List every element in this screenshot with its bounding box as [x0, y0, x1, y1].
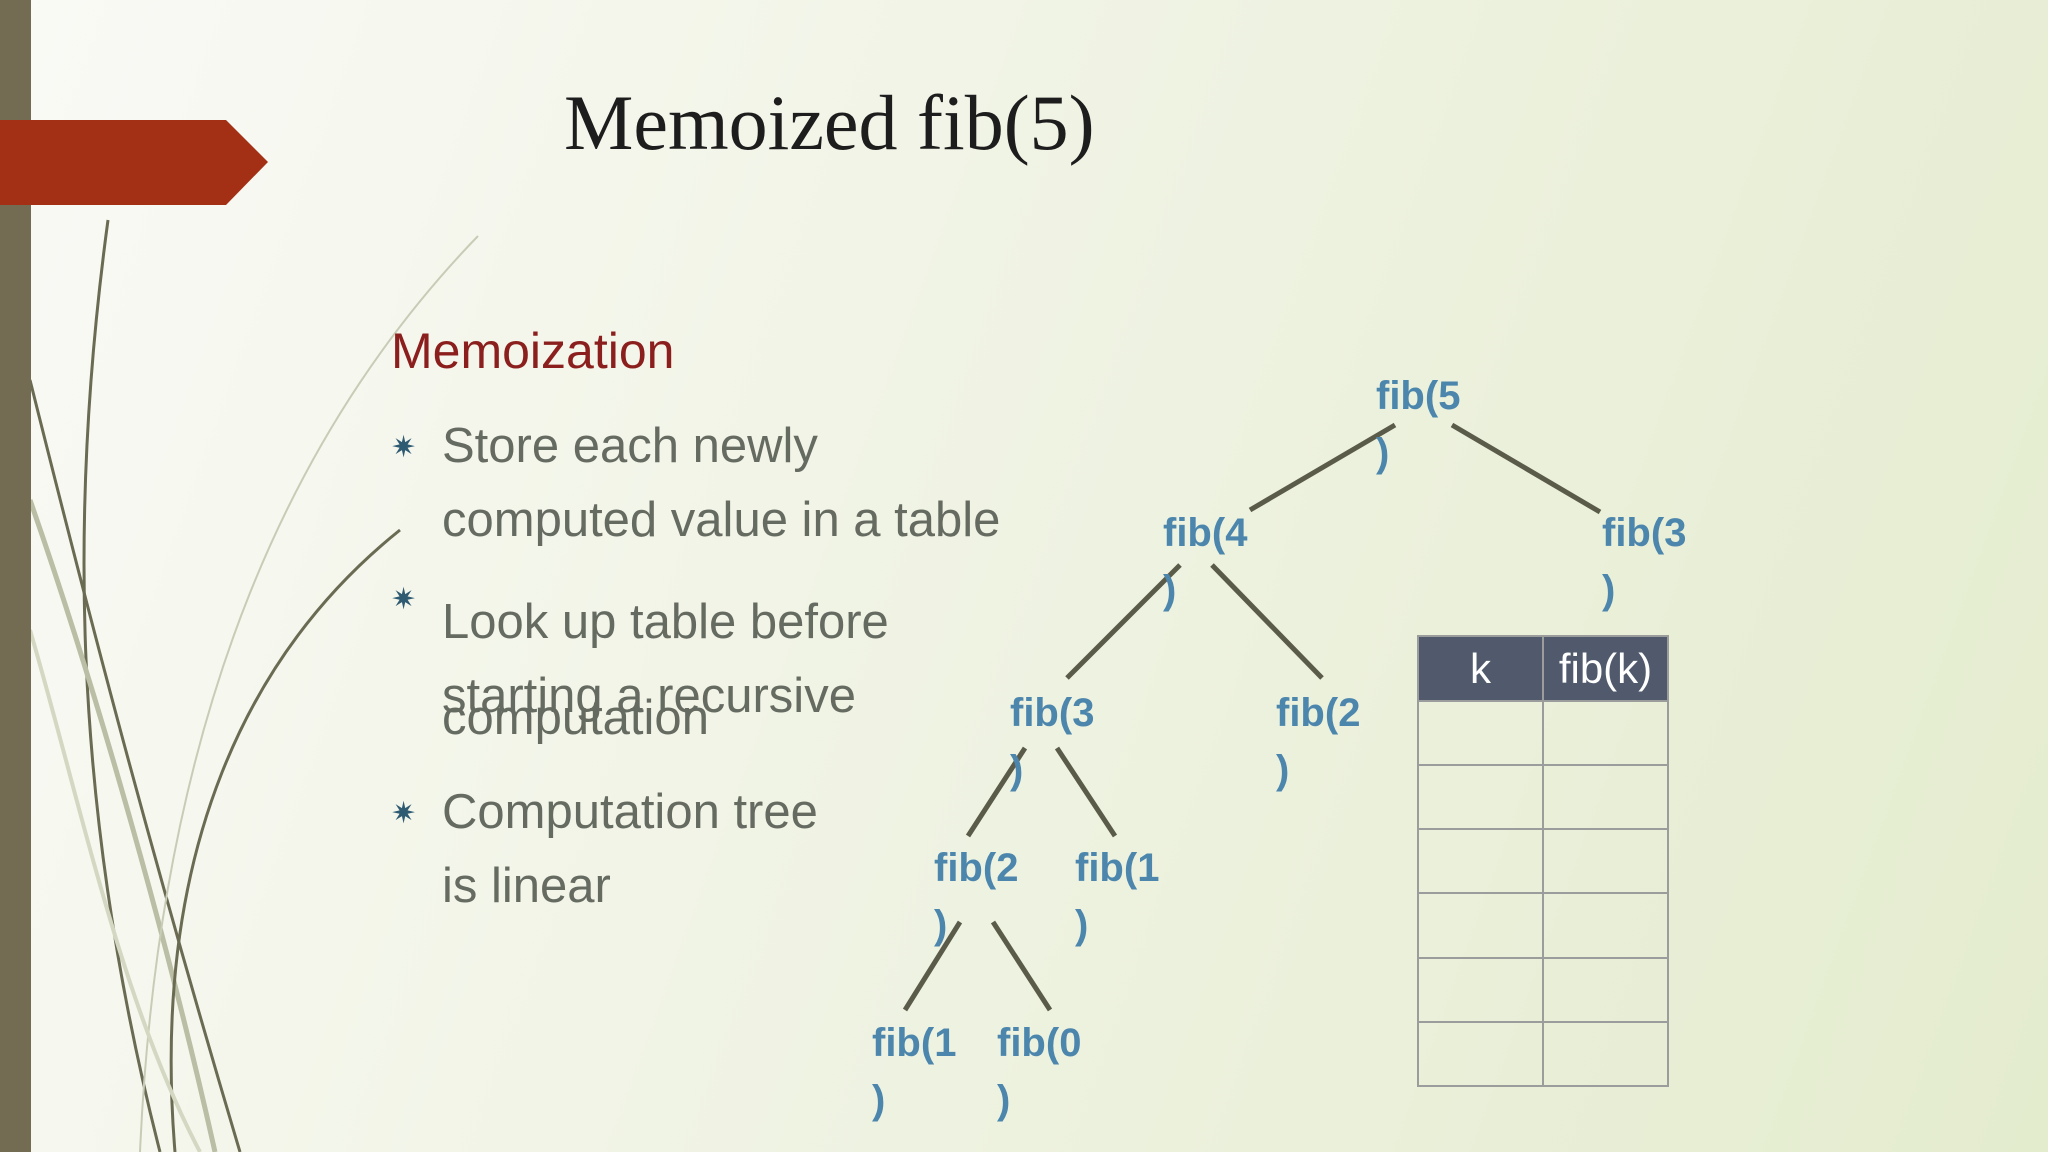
table-cell [1542, 956, 1669, 1023]
slide-title: Memoized fib(5) [564, 79, 1095, 166]
table-row [1417, 764, 1669, 831]
bullet-text: computed value in a table [442, 493, 1001, 547]
column-header-fibk: fib(k) [1542, 635, 1669, 702]
tree-edge [1054, 746, 1118, 838]
tree-node-fib4: fib(4) [1163, 511, 1248, 612]
table-cell [1542, 699, 1669, 767]
table-cell [1417, 764, 1544, 831]
tree-node-fib3: fib(3) [1010, 691, 1095, 792]
table-cell [1542, 764, 1669, 831]
tree-node-fib5: fib(5) [1376, 374, 1461, 475]
table-cell [1417, 699, 1544, 767]
bullet-text: Look up table before [442, 595, 889, 649]
tree-edge [902, 920, 963, 1012]
tree-node-fib1: fib(1) [872, 1021, 957, 1122]
table-cell [1417, 1020, 1544, 1088]
table-cell [1542, 828, 1669, 895]
table-cell [1542, 892, 1669, 959]
table-cell [1417, 956, 1544, 1023]
tree-edge [1210, 563, 1324, 680]
asterisk-bullet-icon: ✷ [391, 431, 417, 464]
table-row [1417, 699, 1669, 767]
bullet-text: is linear [442, 859, 611, 913]
title-arrow-icon [0, 120, 268, 205]
table-cell [1417, 828, 1544, 895]
tree-edge [990, 920, 1053, 1012]
bullet-text: computation [442, 691, 709, 745]
table-header-row: k fib(k) [1417, 635, 1669, 702]
tree-edge [965, 746, 1028, 838]
table-row [1417, 956, 1669, 1023]
table-row [1417, 1020, 1669, 1088]
table-cell [1417, 892, 1544, 959]
bullet-text: Computation tree [442, 785, 818, 839]
memo-table: k fib(k) [1417, 635, 1669, 1088]
tree-node-fib3-right: fib(3) [1602, 511, 1687, 612]
tree-edge [1065, 563, 1182, 680]
section-heading: Memoization [391, 323, 675, 379]
tree-edge [1450, 422, 1602, 515]
tree-node-fib1-right: fib(1) [1075, 846, 1160, 947]
asterisk-bullet-icon: ✷ [391, 583, 417, 616]
table-row [1417, 892, 1669, 959]
bullet-text: Store each newly [442, 419, 818, 473]
bullet-text: starting a recursive [442, 669, 856, 723]
tree-node-fib0: fib(0) [997, 1021, 1082, 1122]
tree-edge [1248, 422, 1397, 513]
asterisk-bullet-icon: ✷ [391, 797, 417, 830]
table-cell [1542, 1020, 1669, 1088]
column-header-k: k [1417, 635, 1544, 702]
tree-node-fib2: fib(2) [934, 846, 1019, 947]
table-row [1417, 828, 1669, 895]
tree-node-fib2-right: fib(2) [1276, 691, 1361, 792]
